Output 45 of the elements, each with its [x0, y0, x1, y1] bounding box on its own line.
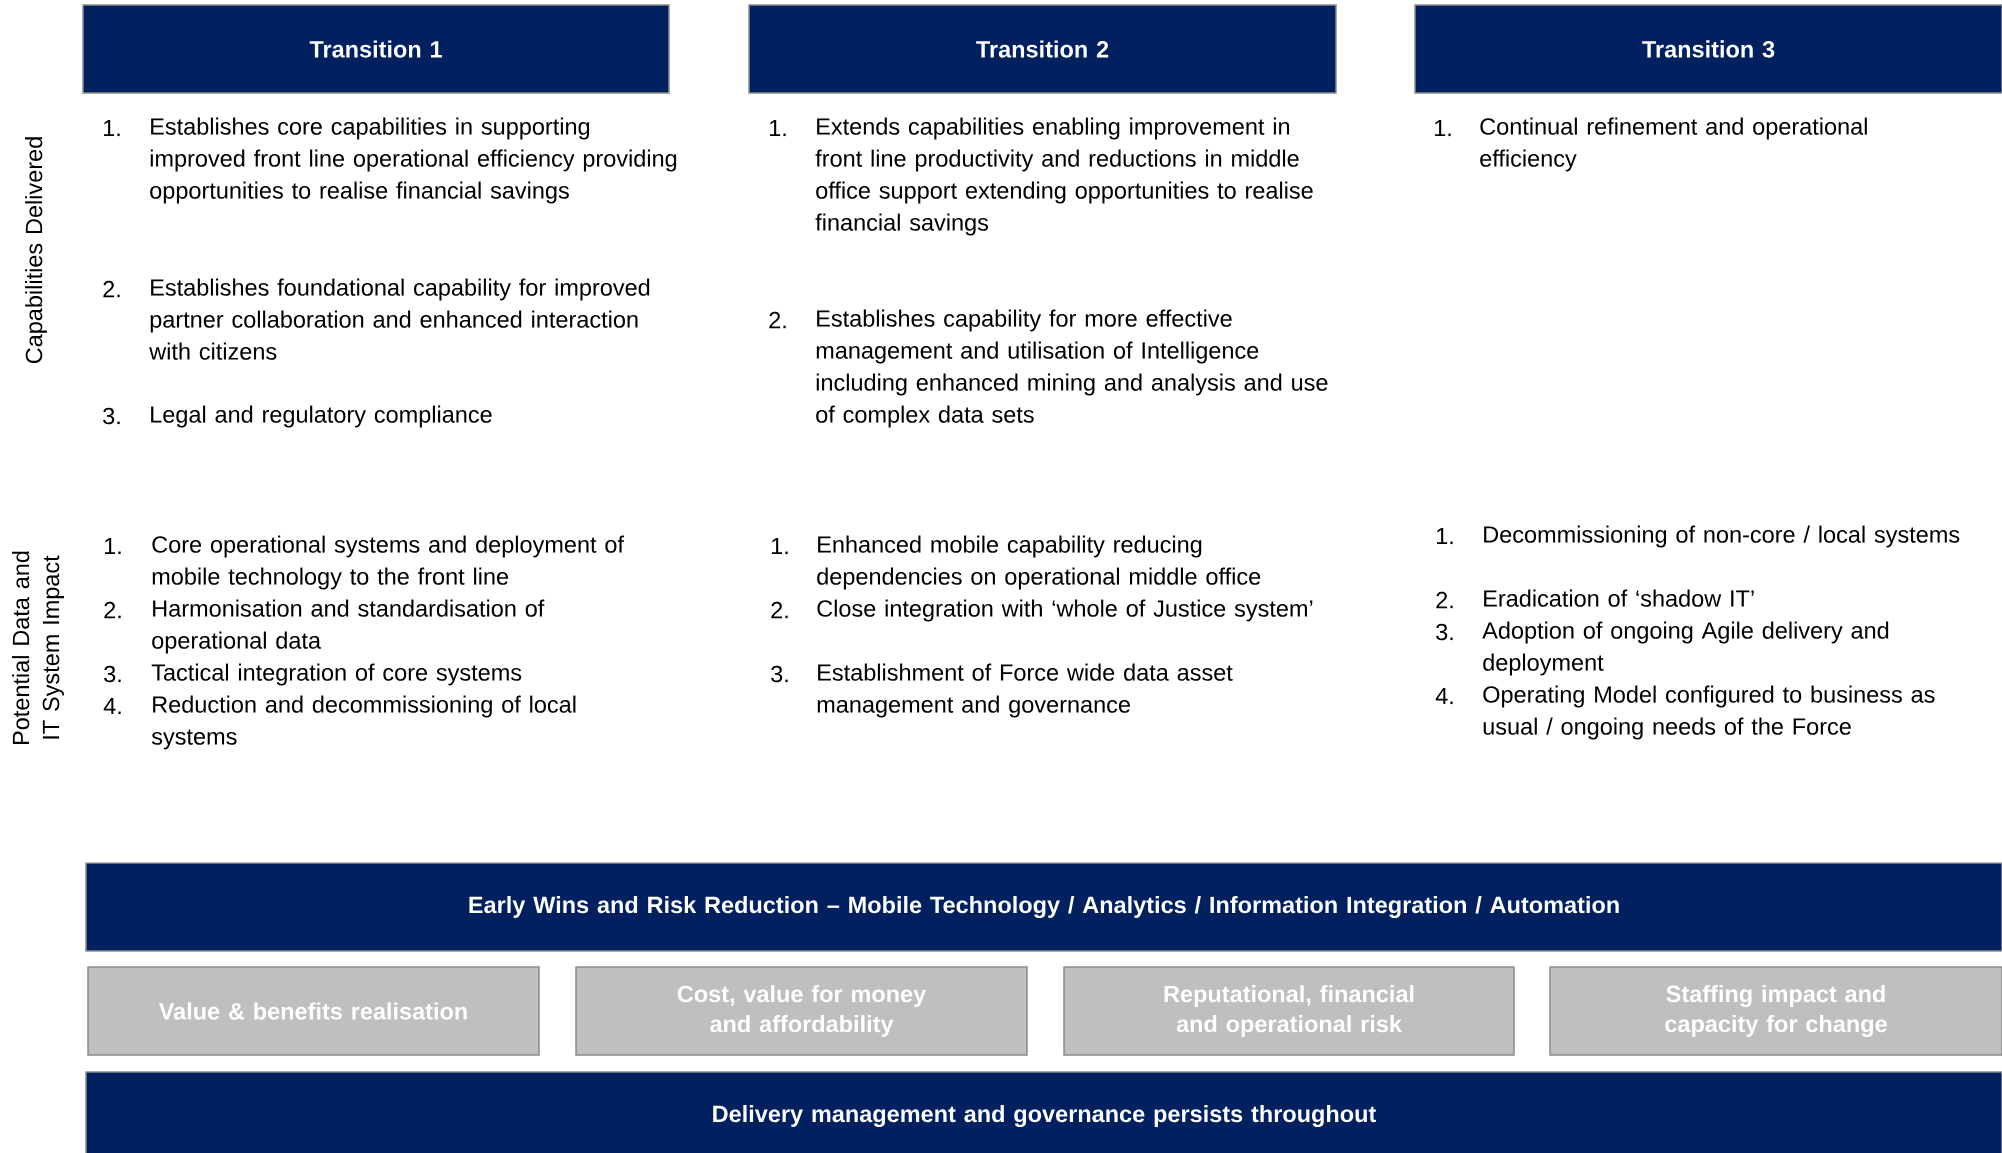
list-item: Establishment of Force wide data asset management and governance — [817, 663, 1233, 718]
list-number: 1. — [105, 537, 121, 555]
list-number: 1. — [104, 119, 120, 137]
list-number: 1. — [770, 119, 786, 137]
theme-box: Reputational, financial and operational risk — [1063, 966, 1515, 1056]
list-item: Operating Model configured to business as usual / ongoing needs of the Force — [1483, 685, 1935, 740]
list-item: Establishes core capabilities in supporting improved front line operational efficiency providing opportunities to realise financial savings — [150, 117, 677, 204]
list-item: Legal and regulatory compliance — [151, 405, 492, 428]
list-number: 2. — [771, 601, 788, 619]
list-item: Extends capabilities enabling improvement in front line productivity and reductions in middle office support extending opportunities to realise financial savings — [815, 117, 1313, 236]
list-item: Continual refinement and operational efficiency — [1480, 117, 1867, 172]
list-number: 4. — [1435, 687, 1453, 705]
banner-bar: Delivery management and governance persists throughout — [85, 1071, 2002, 1153]
list-item: Establishes foundational capability for improved partner collaboration and enhanced interaction with citizens — [149, 278, 650, 360]
list-number: 2. — [104, 601, 121, 619]
list-item: Harmonisation and standardisation of operational data — [152, 599, 545, 654]
list-number: 1. — [1437, 527, 1453, 545]
list-number: 4. — [103, 697, 121, 715]
column-header-box: Transition 2 — [748, 4, 1337, 94]
list-item: Close integration with ‘whole of Justice system’ — [817, 599, 1313, 622]
list-number: 1. — [1435, 119, 1451, 137]
list-item: Core operational systems and deployment of mobile technology to the front line — [152, 535, 624, 590]
list-number: 2. — [1436, 591, 1453, 609]
banner-bar: Early Wins and Risk Reduction – Mobile Technology / Analytics / Information Integration / Automation — [85, 862, 2002, 952]
column-header-box: Transition 3 — [1414, 4, 2002, 94]
list-item: Tactical integration of core systems — [151, 663, 522, 686]
list-number: 3. — [103, 407, 120, 425]
list-number: 1. — [772, 537, 788, 555]
list-number: 3. — [1436, 623, 1453, 641]
list-item: Adoption of ongoing Agile delivery and deployment — [1482, 621, 1889, 676]
side-label: Capabilities Delivered — [25, 137, 47, 364]
theme-box: Value & benefits realisation — [87, 966, 540, 1056]
list-item: Decommissioning of non-core / local systems — [1484, 525, 1960, 548]
column-header-box: Transition 1 — [82, 4, 670, 94]
list-item: Establishes capability for more effective management and utilisation of Intelligence including enhanced mining and analysis and use of complex data sets — [816, 309, 1328, 428]
list-number: 3. — [104, 665, 121, 683]
list-item: Reduction and decommissioning of local systems — [151, 695, 576, 750]
theme-box: Staffing impact and capacity for change — [1549, 966, 2002, 1056]
side-label: Potential Data and IT System Impact — [12, 551, 64, 745]
list-item: Enhanced mobile capability reducing dependencies on operational middle office — [817, 535, 1261, 590]
theme-box: Cost, value for money and affordability — [575, 966, 1028, 1056]
list-number: 2. — [103, 280, 120, 298]
list-number: 2. — [769, 311, 786, 329]
list-number: 3. — [771, 665, 788, 683]
list-item: Eradication of ‘shadow IT’ — [1484, 589, 1754, 607]
